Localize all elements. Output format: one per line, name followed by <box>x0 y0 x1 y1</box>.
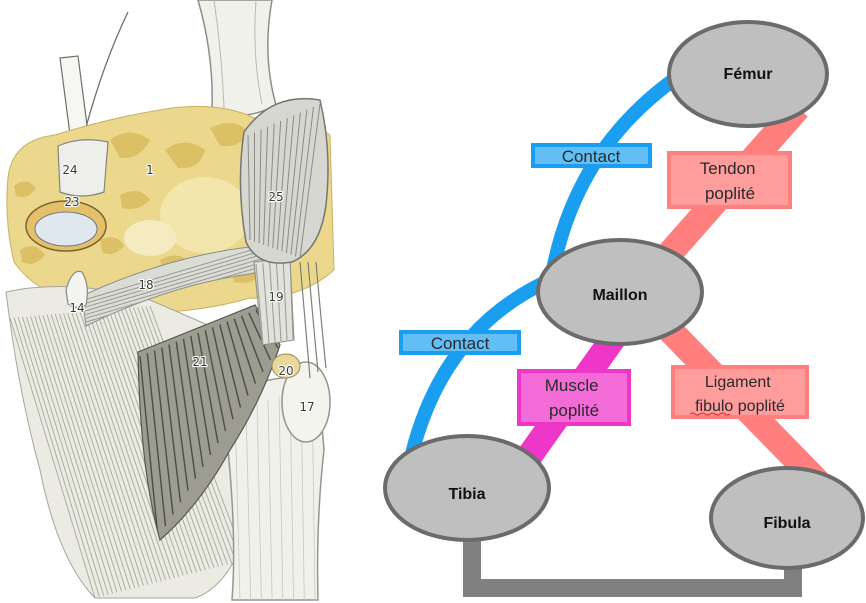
node-femur: Fémur <box>669 22 827 126</box>
number-label-25: 25 <box>268 190 283 204</box>
condyle-highlight <box>124 220 176 256</box>
number-label-18: 18 <box>138 278 153 292</box>
number-label-19: 19 <box>268 290 283 304</box>
node-maillon: Maillon <box>538 240 702 344</box>
number-label-21: 21 <box>192 355 207 369</box>
muscle-label: Muscle poplité <box>519 371 629 424</box>
tendon-label-line-1: Tendon <box>700 159 756 178</box>
contact-label-lower: Contact <box>401 332 519 353</box>
muscle-label-line-1: Muscle <box>545 376 599 395</box>
ligament-label-line-2: fibulo poplité <box>695 398 785 415</box>
number-label-17: 17 <box>299 400 314 414</box>
contact-label-lower-text: Contact <box>431 334 490 353</box>
number-label-24: 24 <box>62 163 77 177</box>
contact-label-upper: Contact <box>533 145 650 166</box>
number-label-14: 14 <box>69 301 84 315</box>
node-maillon-label: Maillon <box>592 287 647 304</box>
tendon-label-line-2: poplité <box>705 184 755 203</box>
number-label-20: 20 <box>278 364 293 378</box>
ligament-label-line-1: Ligament <box>705 374 771 391</box>
node-fibula: Fibula <box>711 468 863 568</box>
node-fibula-label: Fibula <box>763 515 810 532</box>
gastrocnemius-head-25 <box>240 99 328 263</box>
kinematic-diagram: Fémur Maillon Tibia Fibula Contact Conta… <box>385 22 863 588</box>
number-label-23: 23 <box>64 195 79 209</box>
tendon-label: Tendon poplité <box>669 153 790 207</box>
contact-label-upper-text: Contact <box>562 147 621 166</box>
ligament-label: Ligament fibulo poplité <box>673 367 807 417</box>
node-femur-label: Fémur <box>724 66 773 83</box>
femur-shaft <box>198 0 276 116</box>
muscle-label-line-2: poplité <box>549 401 599 420</box>
node-tibia-label: Tibia <box>448 486 485 503</box>
number-label-1: 1 <box>146 163 154 177</box>
meniscus-surface <box>35 212 97 246</box>
knee-illustration: 24 23 1 25 18 14 19 21 20 17 <box>6 0 334 600</box>
node-tibia: Tibia <box>385 436 549 540</box>
